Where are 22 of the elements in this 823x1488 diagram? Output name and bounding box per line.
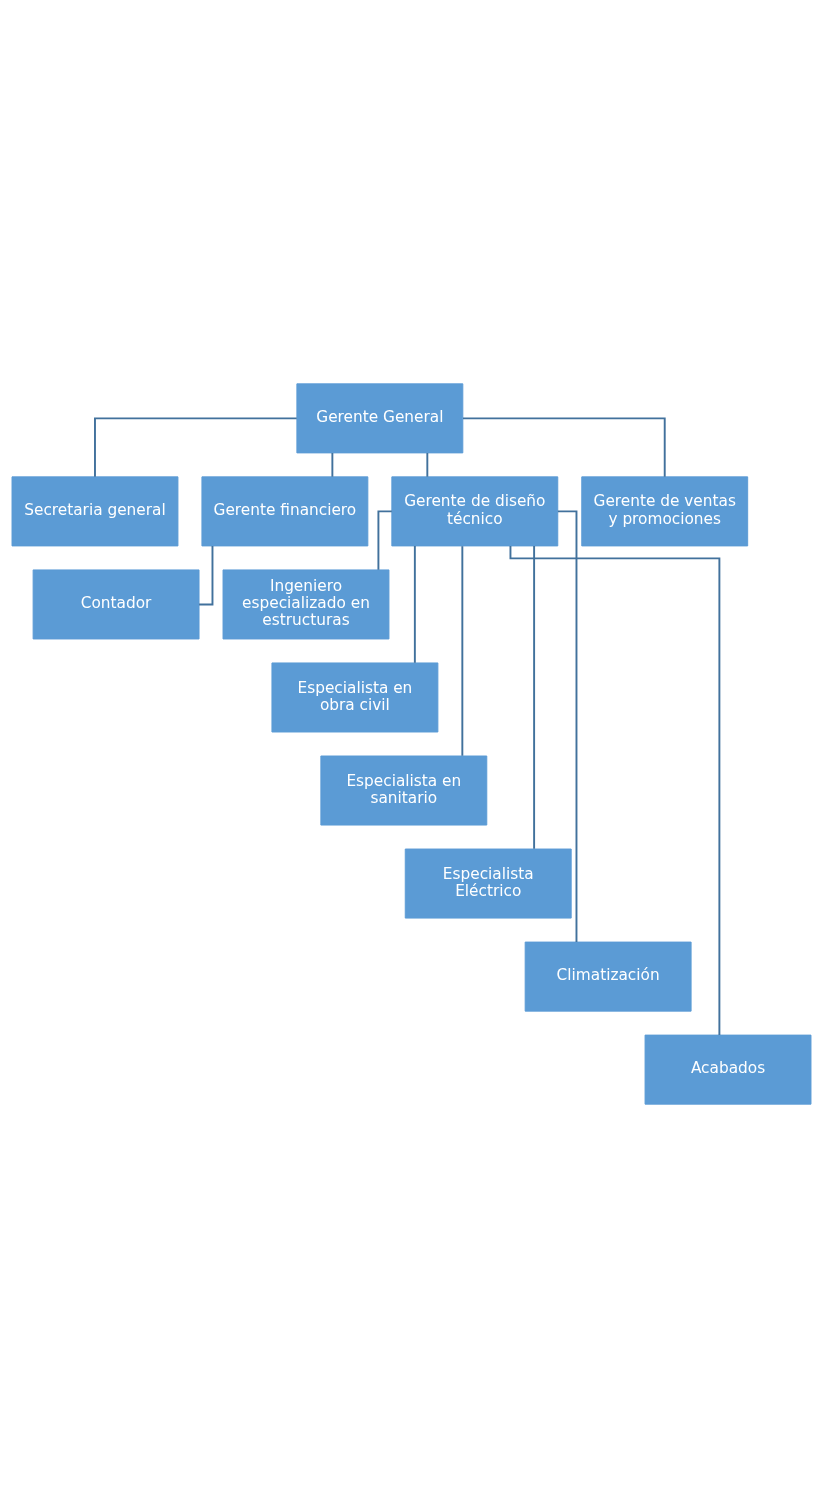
node-box: Gerente financiero (201, 476, 369, 547)
node-box: Gerente de ventas y promociones (581, 476, 749, 547)
node-box: Secretaria general (11, 476, 179, 547)
connector (533, 545, 536, 850)
connector (462, 417, 666, 478)
connector (461, 545, 464, 757)
connector (413, 545, 416, 664)
connector (426, 452, 429, 478)
node-box: Gerente de diseño técnico (391, 476, 559, 547)
node-box: Climatización (524, 941, 692, 1012)
node-box: Acabados (644, 1034, 812, 1105)
node-box: Gerente General (296, 383, 464, 454)
node-box: Contador (32, 569, 200, 640)
node-box: Especialista en obra civil (271, 662, 439, 733)
connector (509, 545, 721, 1036)
connector (94, 417, 298, 478)
connector (198, 545, 214, 606)
connector (331, 452, 334, 478)
node-box: Especialista en sanitario (320, 755, 488, 826)
node-box: Especialista Eléctrico (404, 848, 572, 919)
node-box: Ingeniero especializado en estructuras (222, 569, 390, 640)
connector (377, 510, 393, 571)
